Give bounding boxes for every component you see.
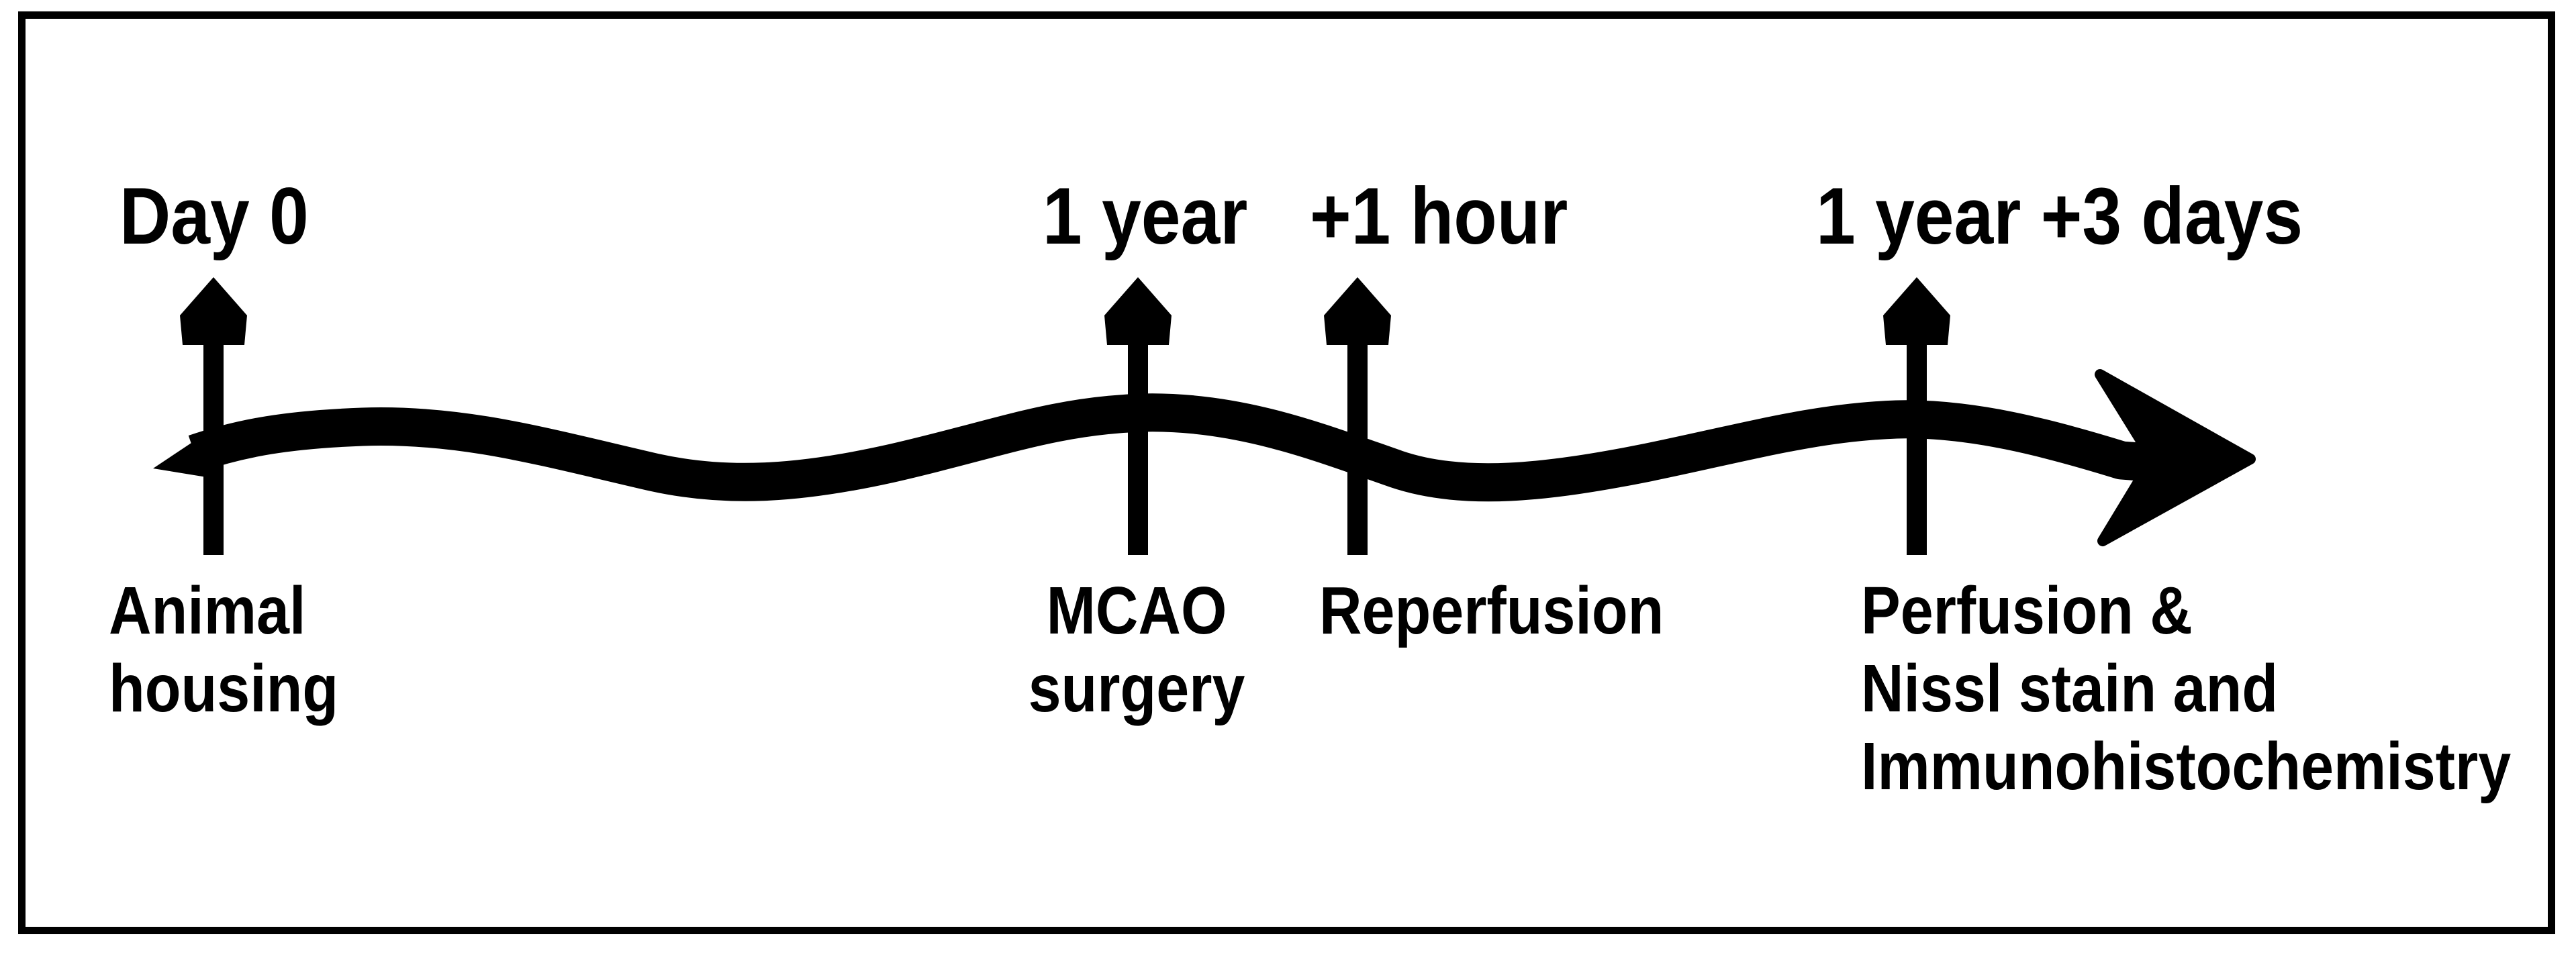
milestone-arrow-shaft bbox=[1907, 340, 1927, 555]
time-label-plus-1-hour: +1 hour bbox=[1310, 171, 1568, 261]
event-line: Reperfusion bbox=[1319, 573, 1664, 648]
event-label-animal-housing: Animal housing bbox=[109, 572, 338, 727]
figure-border bbox=[18, 11, 2555, 934]
event-label-mcao-surgery: MCAO surgery bbox=[989, 572, 1284, 727]
milestone-arrow-shaft bbox=[1128, 340, 1148, 555]
wavy-timeline-line bbox=[188, 393, 2177, 502]
milestone-arrowhead-icon bbox=[1104, 277, 1172, 345]
milestone-arrow-plus-1-hour bbox=[1324, 277, 1391, 555]
milestone-arrowhead-icon bbox=[1324, 277, 1391, 345]
milestone-arrowhead-icon bbox=[180, 277, 247, 345]
time-label-1-year-3-days: 1 year +3 days bbox=[1816, 171, 2303, 261]
milestone-arrow-day-0 bbox=[180, 277, 247, 555]
milestone-arrowhead-icon bbox=[1883, 277, 1950, 345]
event-line: Immunohistochemistry bbox=[1861, 729, 2512, 804]
event-line: Nissl stain and bbox=[1861, 651, 2279, 726]
milestone-arrow-shaft bbox=[203, 340, 224, 555]
time-label-1-year: 1 year bbox=[1043, 171, 1248, 261]
event-line: surgery bbox=[1028, 651, 1245, 726]
event-line: Animal bbox=[109, 573, 306, 648]
event-line: Perfusion & bbox=[1861, 573, 2193, 648]
event-label-perfusion-nissl-ihc: Perfusion & Nissl stain and Immunohistoc… bbox=[1861, 572, 2511, 805]
event-line: housing bbox=[109, 651, 339, 726]
milestone-arrow-shaft bbox=[1347, 340, 1368, 555]
milestone-arrow-1-year bbox=[1104, 277, 1172, 555]
milestone-arrow-1-year-3-days bbox=[1883, 277, 1950, 555]
event-label-reperfusion: Reperfusion bbox=[1319, 572, 1664, 650]
time-label-day-0: Day 0 bbox=[120, 171, 309, 261]
timeline-arrowhead-icon bbox=[2095, 369, 2256, 546]
event-line: MCAO bbox=[1046, 573, 1227, 648]
